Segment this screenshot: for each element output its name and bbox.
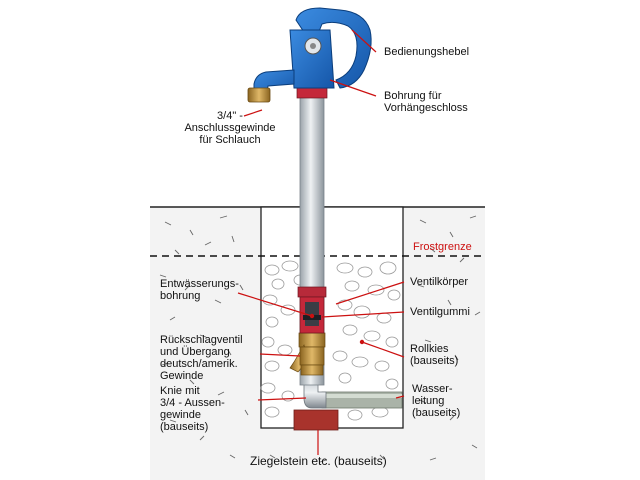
valve-body [297,286,327,334]
label-check-valve: Rückschlagventil und Übergang deutsch/am… [160,334,243,382]
gravel-pit [260,206,404,429]
hydrant-head [247,7,372,103]
elbow-fitting [303,379,327,409]
check-valve [289,332,326,376]
label-frost-line: Frostgrenze [413,241,472,253]
water-supply-pipe [321,391,403,409]
label-padlock-hole: Bohrung für Vorhängeschloss [384,90,468,114]
label-operating-lever: Bedienungshebel [384,46,470,58]
label-elbow: Knie mit 3/4 - Aussen- gewinde (bauseits… [160,385,225,433]
label-gravel: Rollkies (bauseits) [410,343,459,367]
label-brick: Ziegelstein etc. (bauseits) [250,454,387,468]
brick [293,409,339,431]
label-drain-hole: Entwässerungs- bohrung [160,278,239,302]
label-valve-body: Ventilkörper [410,276,469,288]
leader-lines [237,29,405,455]
label-hose-thread: 3/4" - Anschlussgewinde für Schlauch [184,110,276,146]
label-valve-rubber: Ventilgummi [410,306,470,318]
pipe-collar [296,87,328,99]
label-water-pipe: Wasser- leitung (bauseits) [412,383,461,419]
